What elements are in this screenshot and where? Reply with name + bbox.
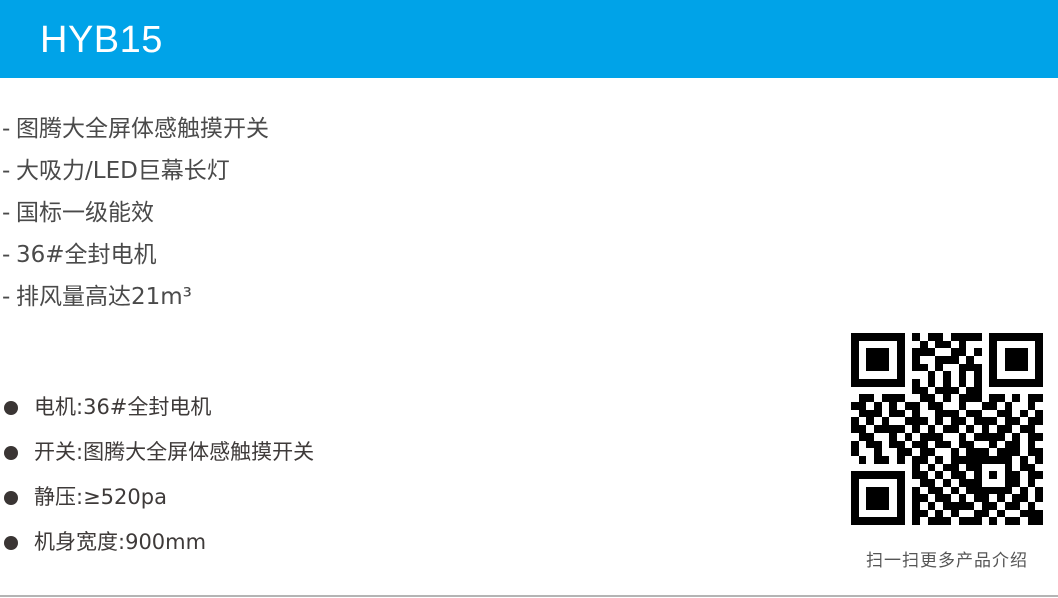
bullet-icon — [4, 490, 18, 505]
feature-text: 国标一级能效 — [16, 200, 154, 226]
spec-label: 机身宽度 — [34, 530, 118, 554]
feature-list: -图腾大全屏体感触摸开关 -大吸力/LED巨幕长灯 -国标一级能效 -36#全封… — [2, 108, 269, 318]
bottom-divider — [0, 595, 1058, 597]
product-model-title: HYB15 — [40, 19, 163, 61]
spec-separator: : — [76, 395, 84, 419]
feature-item: -36#全封电机 — [2, 234, 269, 276]
qr-caption: 扫一扫更多产品介绍 — [866, 551, 1028, 571]
qr-code-icon — [851, 333, 1043, 525]
dash-marker: - — [2, 116, 11, 142]
spec-item-switch: 开关:图腾大全屏体感触摸开关 — [0, 430, 314, 475]
spec-value: 图腾大全屏体感触摸开关 — [83, 440, 315, 464]
dash-marker: - — [2, 158, 11, 184]
feature-item: -图腾大全屏体感触摸开关 — [2, 108, 269, 150]
feature-text: 36#全封电机 — [16, 242, 157, 268]
spec-item-body-width: 机身宽度:900mm — [0, 520, 314, 565]
spec-separator: : — [76, 440, 84, 464]
spec-label: 静压 — [34, 485, 76, 509]
spec-value: 900mm — [125, 530, 207, 554]
bullet-icon — [4, 535, 18, 550]
feature-text: 排风量高达21m³ — [16, 284, 192, 310]
spec-label: 电机 — [34, 395, 76, 419]
dash-marker: - — [2, 242, 11, 268]
feature-text: 图腾大全屏体感触摸开关 — [16, 116, 269, 142]
spec-separator: : — [118, 530, 126, 554]
spec-value: ≥520pa — [83, 485, 167, 509]
feature-item: -国标一级能效 — [2, 192, 269, 234]
spec-label: 开关 — [34, 440, 76, 464]
feature-text: 大吸力/LED巨幕长灯 — [16, 158, 230, 184]
dash-marker: - — [2, 200, 11, 226]
spec-separator: : — [76, 485, 84, 509]
feature-item: -排风量高达21m³ — [2, 276, 269, 318]
dash-marker: - — [2, 284, 11, 310]
spec-item-static-pressure: 静压:≥520pa — [0, 475, 314, 520]
bullet-icon — [4, 400, 18, 415]
spec-item-motor: 电机:36#全封电机 — [0, 385, 314, 430]
bullet-icon — [4, 445, 18, 460]
spec-value: 36#全封电机 — [83, 395, 212, 419]
feature-item: -大吸力/LED巨幕长灯 — [2, 150, 269, 192]
spec-list: 电机:36#全封电机 开关:图腾大全屏体感触摸开关 静压:≥520pa 机身宽度… — [0, 385, 314, 565]
header-banner: HYB15 — [0, 0, 1058, 78]
